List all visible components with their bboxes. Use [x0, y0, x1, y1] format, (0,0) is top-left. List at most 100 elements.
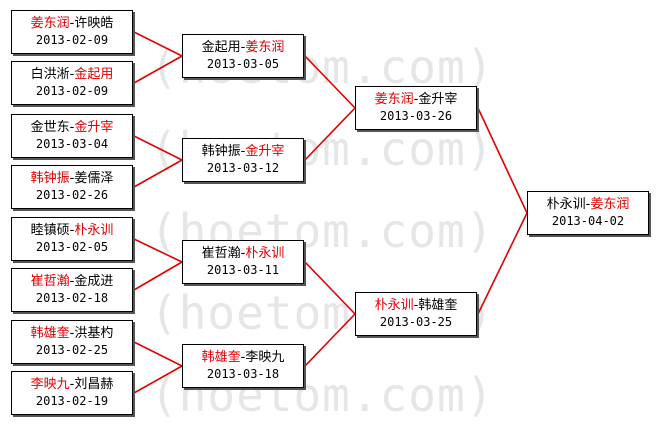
player-name: 韩雄奎 — [30, 326, 70, 341]
match-players: 白洪淅-金起用 — [12, 66, 132, 83]
match-players: 朴永训-韩雄奎 — [356, 297, 476, 314]
player-name: 韩雄奎 — [418, 298, 458, 313]
player-name: 金升宰 — [74, 120, 114, 135]
match-players: 金起用-姜东润 — [183, 39, 303, 56]
bracket-connector — [133, 341, 183, 367]
match-date: 2013-04-02 — [551, 214, 625, 228]
player-name: 姜东润 — [590, 197, 630, 212]
match-players: 崔哲瀚-金成进 — [12, 273, 132, 290]
separator: - — [240, 40, 246, 55]
player-name: 白洪淅 — [30, 67, 70, 82]
player-name: 许映皓 — [74, 16, 114, 31]
player-name: 金世东 — [30, 120, 70, 135]
player-name: 崔哲瀚 — [201, 246, 241, 261]
bracket-connector — [133, 55, 183, 84]
bracket-connector — [304, 107, 356, 161]
player-name: 洪基杓 — [74, 326, 114, 341]
bracket-connector — [133, 238, 183, 263]
match-players: 朴永训-姜东润 — [528, 196, 648, 213]
separator: - — [69, 223, 75, 238]
player-name: 姜东润 — [245, 40, 285, 55]
match-date: 2013-03-11 — [206, 263, 280, 277]
match-date: 2013-02-19 — [35, 394, 109, 408]
player-name: 金起用 — [74, 67, 114, 82]
bracket-connector — [133, 135, 183, 161]
player-name: 朴永训 — [546, 197, 586, 212]
separator: - — [69, 326, 75, 341]
match-date: 2013-03-18 — [206, 367, 280, 381]
match-box-round1-3: 金世东-金升宰 2013-03-04 — [11, 114, 133, 158]
match-date: 2013-03-26 — [379, 109, 453, 123]
separator: - — [240, 246, 246, 261]
match-players: 韩雄奎-李映九 — [183, 349, 303, 366]
match-players: 韩钟振-姜儒泽 — [12, 170, 132, 187]
player-name: 韩雄奎 — [201, 350, 241, 365]
separator: - — [69, 67, 75, 82]
bracket-connector — [304, 261, 356, 315]
match-players: 姜东润-金升宰 — [356, 91, 476, 108]
separator: - — [585, 197, 591, 212]
match-date: 2013-02-26 — [35, 188, 109, 202]
match-box-round1-7: 韩雄奎-洪基杓 2013-02-25 — [11, 320, 133, 364]
bracket-connector — [133, 159, 183, 188]
player-name: 金起用 — [201, 40, 241, 55]
bracket-connector — [304, 313, 356, 367]
player-name: 金升宰 — [245, 144, 285, 159]
separator: - — [69, 171, 75, 186]
match-players: 韩钟振-金升宰 — [183, 143, 303, 160]
separator: - — [69, 120, 75, 135]
bracket-connector — [304, 55, 356, 109]
separator: - — [240, 144, 246, 159]
separator: - — [69, 377, 75, 392]
match-players: 姜东润-许映皓 — [12, 15, 132, 32]
player-name: 姜东润 — [30, 16, 70, 31]
player-name: 金成进 — [74, 274, 114, 289]
match-date: 2013-02-09 — [35, 84, 109, 98]
player-name: 朴永训 — [245, 246, 285, 261]
separator: - — [413, 92, 419, 107]
separator: - — [69, 274, 75, 289]
match-players: 李映九-刘昌赫 — [12, 376, 132, 393]
player-name: 李映九 — [30, 377, 70, 392]
player-name: 刘昌赫 — [74, 377, 114, 392]
player-name: 崔哲瀚 — [30, 274, 70, 289]
separator: - — [240, 350, 246, 365]
match-date: 2013-03-04 — [35, 137, 109, 151]
match-date: 2013-03-25 — [379, 315, 453, 329]
match-players: 崔哲瀚-朴永训 — [183, 245, 303, 262]
match-date: 2013-03-12 — [206, 161, 280, 175]
match-date: 2013-02-18 — [35, 291, 109, 305]
match-date: 2013-02-25 — [35, 343, 109, 357]
match-date: 2013-02-09 — [35, 33, 109, 47]
match-date: 2013-02-05 — [35, 240, 109, 254]
player-name: 韩钟振 — [201, 144, 241, 159]
separator: - — [413, 298, 419, 313]
match-date: 2013-03-05 — [206, 57, 280, 71]
bracket-connector — [133, 365, 183, 394]
player-name: 韩钟振 — [30, 171, 70, 186]
separator: - — [69, 16, 75, 31]
bracket-connector — [133, 261, 183, 291]
player-name: 姜儒泽 — [74, 171, 114, 186]
bracket-connector — [477, 212, 528, 315]
player-name: 朴永训 — [374, 298, 414, 313]
player-name: 睦镇硕 — [30, 223, 70, 238]
player-name: 金升宰 — [418, 92, 458, 107]
bracket-connector — [477, 107, 528, 214]
player-name: 李映九 — [245, 350, 285, 365]
bracket-connector — [133, 31, 183, 57]
